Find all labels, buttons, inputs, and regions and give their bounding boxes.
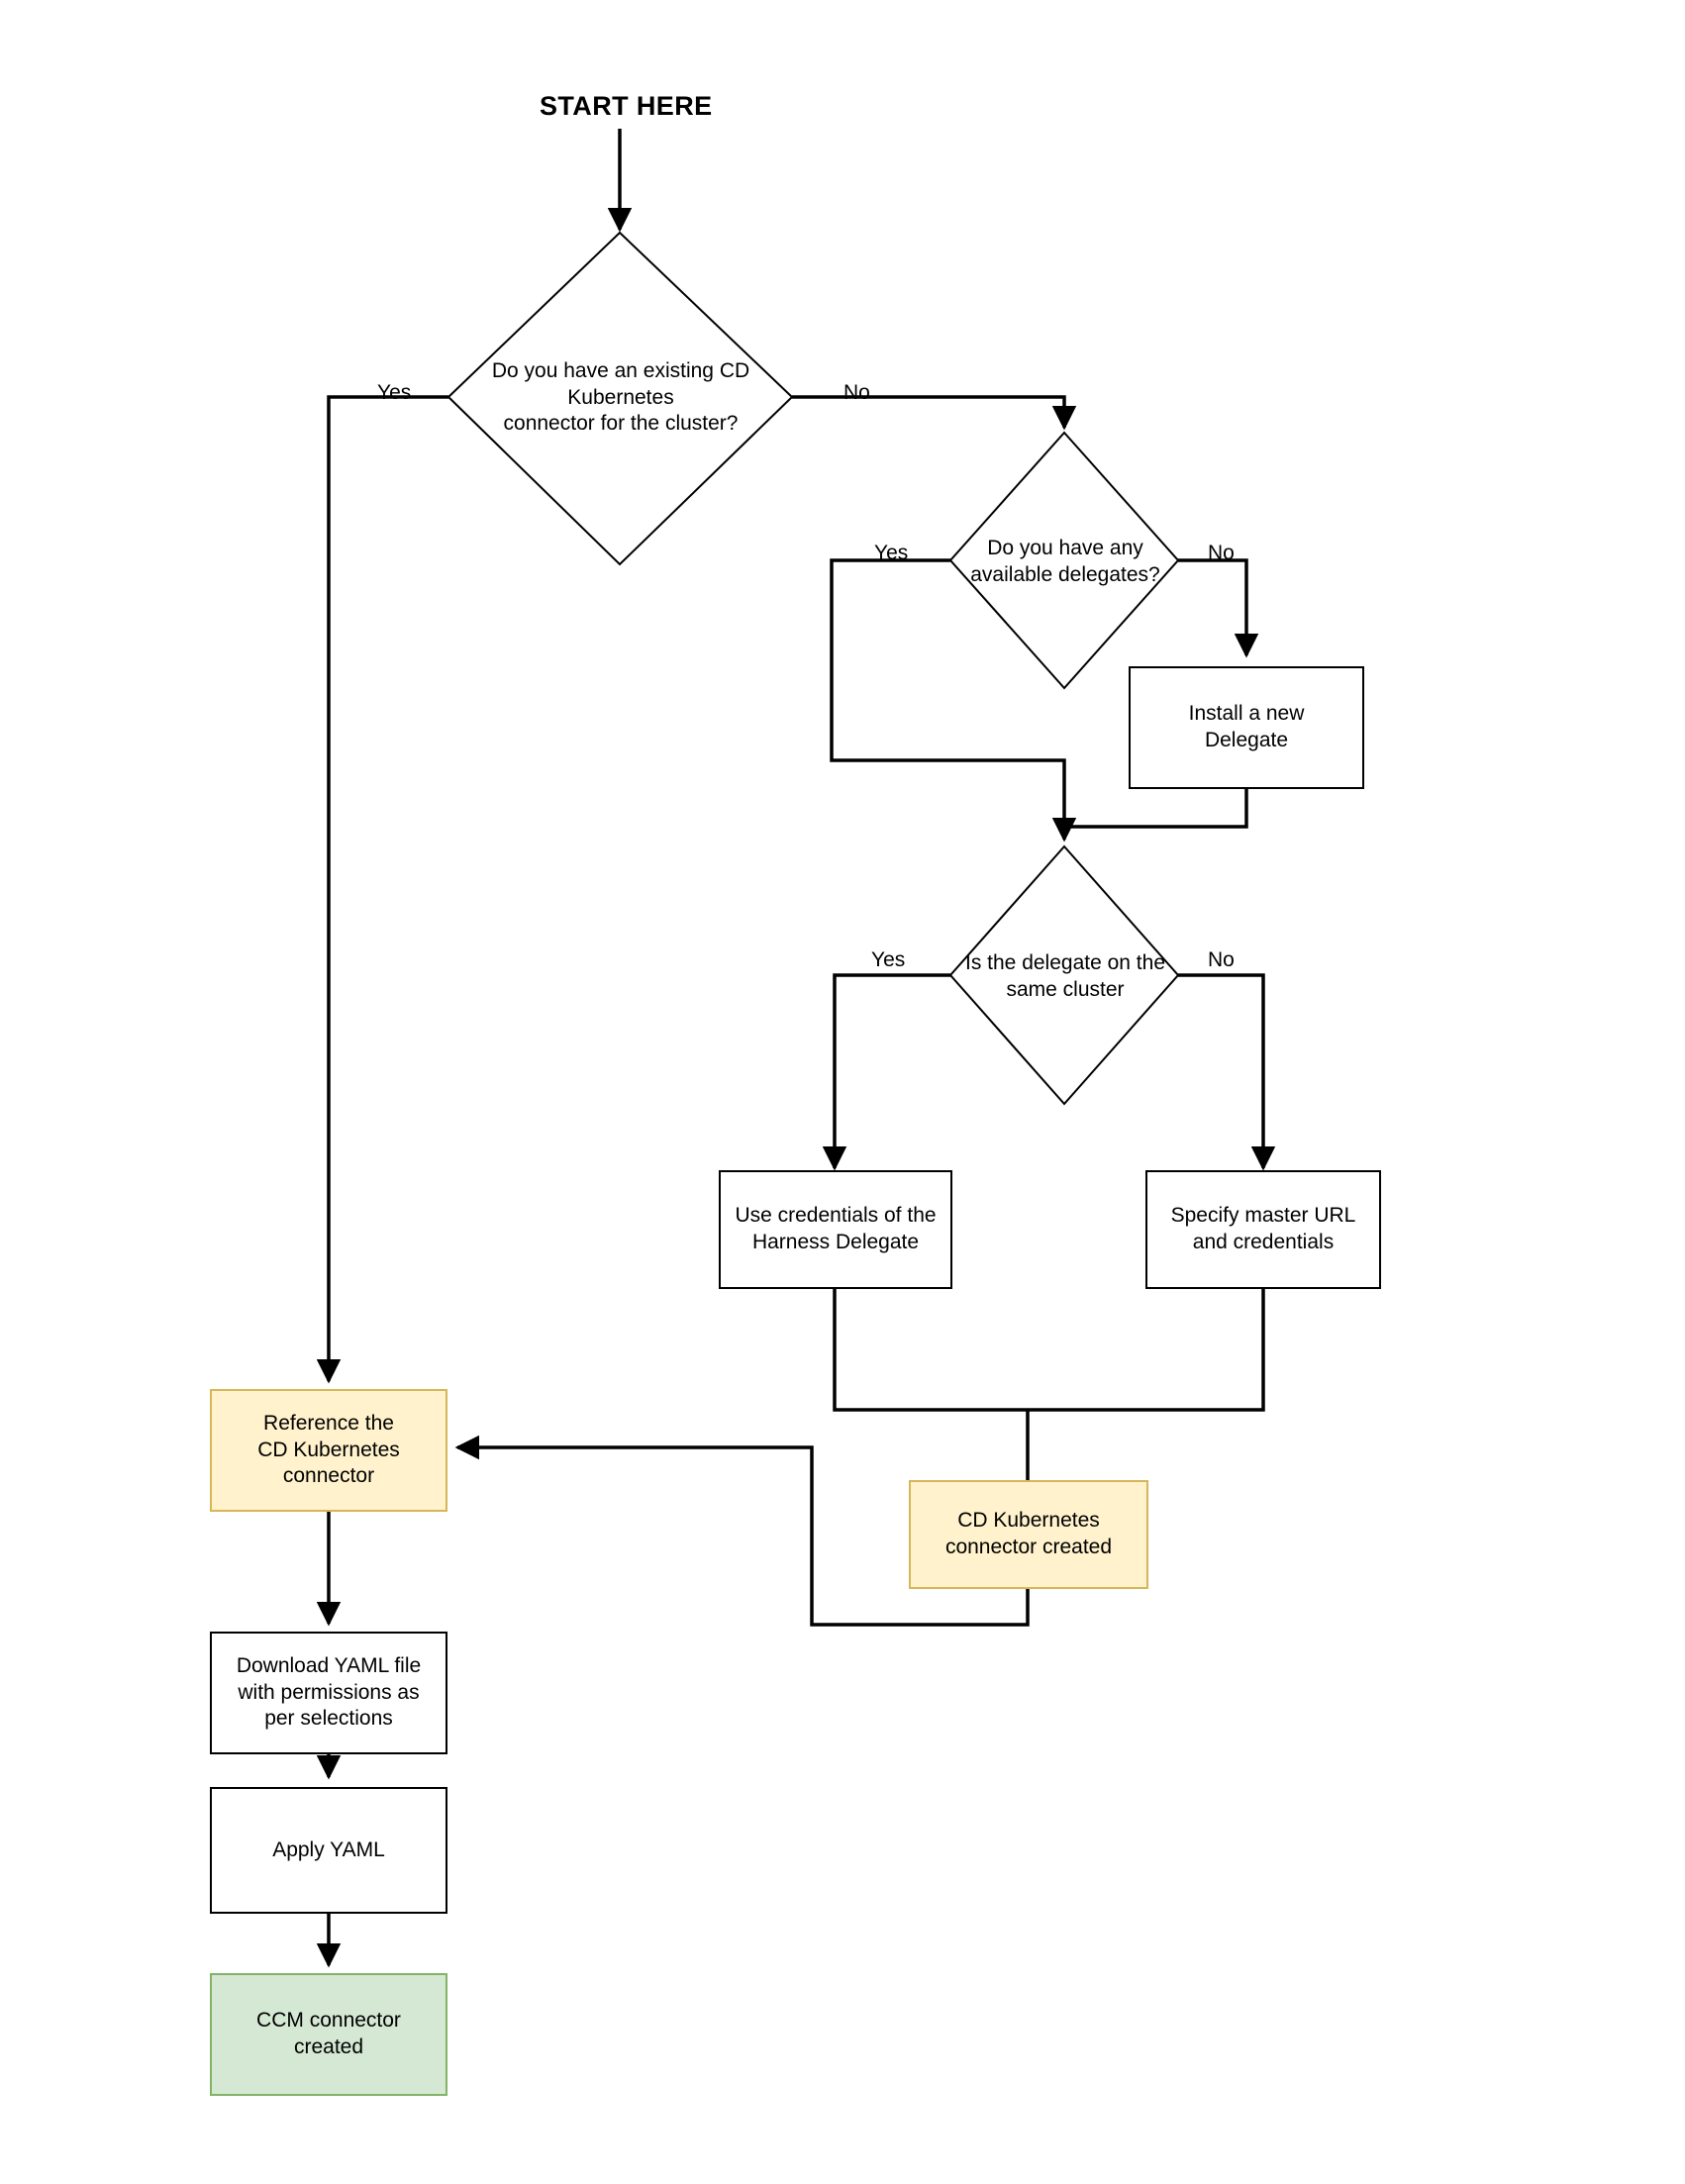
edge-label-d3-yes: Yes <box>871 948 906 971</box>
decision-existing-cd-connector-label: Do you have an existing CD Kubernetes co… <box>491 358 750 436</box>
node-reference-the-cd-kubernetes-connector[interactable]: Reference the CD Kubernetes connector <box>210 1389 447 1512</box>
node-apply-yaml[interactable]: Apply YAML <box>210 1787 447 1914</box>
decision-available-delegates-label: Do you have any available delegates? <box>970 537 1160 586</box>
edge-label-d1-yes: Yes <box>377 381 412 404</box>
edge-install-delegate-to-d3 <box>1064 789 1248 829</box>
edge-label-d3-no: No <box>1208 948 1235 971</box>
decision-d2-shape[interactable] <box>948 431 1180 690</box>
edge-d3-no-to-specify-master-url <box>1178 973 1276 1171</box>
edge-specify-master-url-to-cd-connector-created <box>1028 1288 1265 1412</box>
edge-d2-yes-to-d3 <box>830 558 1077 843</box>
edge-label-d2-yes: Yes <box>874 542 909 564</box>
edge-use-credentials-to-cd-connector-created <box>833 1288 1028 1412</box>
node-cd-kubernetes-connector-created[interactable]: CD Kubernetes connector created <box>909 1480 1148 1589</box>
start-here-title: START HERE <box>540 91 713 121</box>
edge-d1-no-to-d2 <box>792 395 1077 431</box>
node-use-credentials-of-harness-delegate[interactable]: Use credentials of the Harness Delegate <box>719 1170 952 1289</box>
edge-d2-no-to-install-delegate <box>1178 558 1259 658</box>
decision-delegate-same-cluster-label: Is the delegate on the same cluster <box>965 951 1165 1001</box>
edge-label-d1-no: No <box>843 381 870 404</box>
node-specify-master-url-and-credentials[interactable]: Specify master URL and credentials <box>1145 1170 1381 1289</box>
decision-d1-shape[interactable] <box>446 231 794 566</box>
edge-d3-yes-to-use-credentials <box>822 973 950 1171</box>
edge-d1-yes-to-reference-connector <box>316 395 448 1384</box>
node-ccm-connector-created[interactable]: CCM connector created <box>210 1973 447 2096</box>
node-download-yaml-file[interactable]: Download YAML file with permissions as p… <box>210 1632 447 1754</box>
decision-d3-shape[interactable] <box>948 844 1180 1106</box>
edge-label-d2-no: No <box>1208 542 1235 564</box>
node-install-a-new-delegate[interactable]: Install a new Delegate <box>1129 666 1364 789</box>
